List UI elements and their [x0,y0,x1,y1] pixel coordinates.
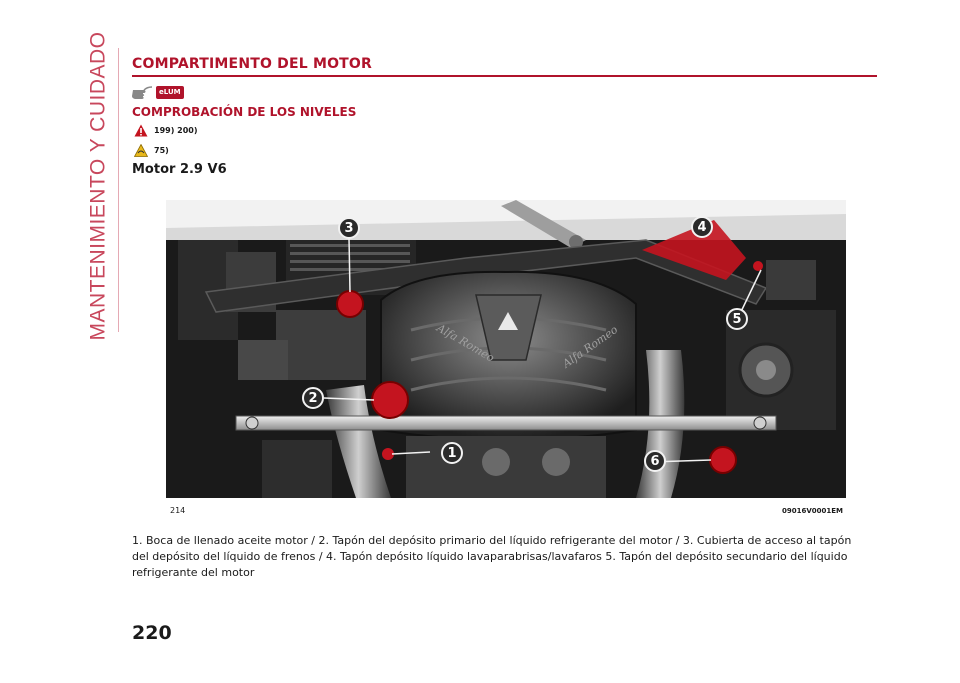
section-divider [132,75,877,77]
brake-fluid-cover-cap [336,290,364,318]
oil-filler-cap [382,448,394,460]
caution-refs: 75) [154,146,169,155]
chapter-side-title-text: MANTENIMIENTO Y CUIDADO [87,31,111,341]
callout-3: 3 [338,217,360,239]
washer-fluid-cap [753,261,763,271]
pointing-hand-icon [132,86,153,99]
callout-2: 2 [302,387,324,409]
engine-bay-figure: Alfa Romeo Alfa Romeo [166,200,846,498]
figure-caption: 1. Boca de llenado aceite motor / 2. Tap… [132,534,852,579]
subsection-title: COMPROBACIÓN DE LOS NIVELES [132,105,357,119]
warning-triangle-icon [134,124,148,137]
warning-reference-row: 199) 200) [134,124,198,137]
elum-badge: eLUM [156,85,184,99]
callout-1: 1 [441,442,463,464]
engine-bay-illustration: Alfa Romeo Alfa Romeo [166,200,846,498]
callout-5: 5 [726,308,748,330]
coolant-secondary-cap [709,446,737,474]
callout-6: 6 [644,450,666,472]
caution-triangle-icon [134,144,148,157]
callout-4: 4 [691,216,713,238]
engine-label: Motor 2.9 V6 [132,162,227,177]
figure-code: 09016V0001EM [782,507,844,515]
figure-number: 214 [170,506,186,515]
page-number: 220 [132,622,172,644]
chapter-side-title: MANTENIMIENTO Y CUIDADO [82,31,116,340]
coolant-primary-cap [371,381,409,419]
section-title: COMPARTIMENTO DEL MOTOR [132,56,373,72]
elum-indicator: eLUM [132,84,184,100]
side-divider [118,48,119,332]
warning-refs: 199) 200) [154,126,198,135]
caution-reference-row: 75) [134,144,169,157]
